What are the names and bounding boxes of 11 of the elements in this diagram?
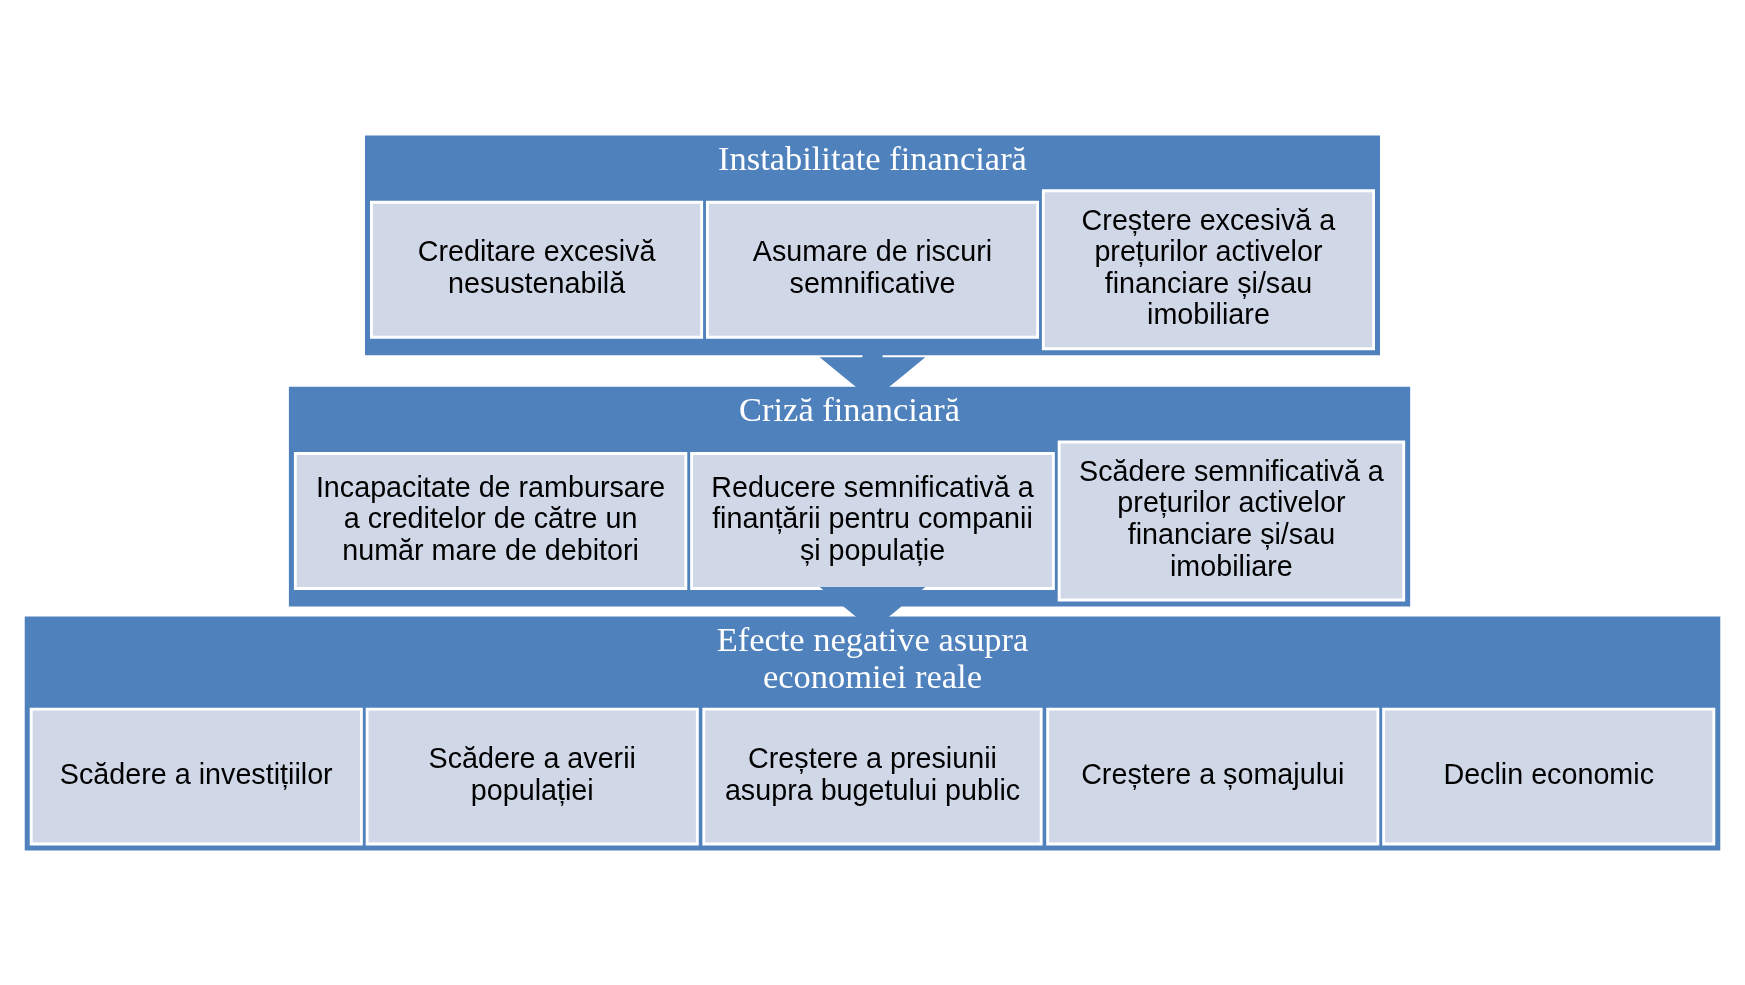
node-box: Scădere a averii populației: [365, 707, 699, 845]
node-box: Incapacitate de rambursare a creditelor de către un număr mare de debitori: [293, 451, 688, 590]
node-box: Scădere a investițiilor: [29, 707, 363, 845]
node-box: Declin economic: [1382, 707, 1716, 845]
node-box: Reducere semnificativă a finanțării pentru companii și populație: [690, 451, 1055, 590]
node-box: Creștere excesivă a prețurilor activelor financiare și/sau imobiliare: [1041, 188, 1375, 350]
node-box: Creditare excesivă nesustenabilă: [370, 200, 704, 339]
node-box: Creștere a presiunii asupra bugetului public: [702, 707, 1043, 845]
node-box: Asumare de riscuri semnificative: [705, 200, 1040, 339]
node-box: Creștere a șomajului: [1046, 707, 1380, 845]
node-box: Scădere semnificativă a prețurilor activelor financiare și/sau imobiliare: [1057, 440, 1406, 601]
